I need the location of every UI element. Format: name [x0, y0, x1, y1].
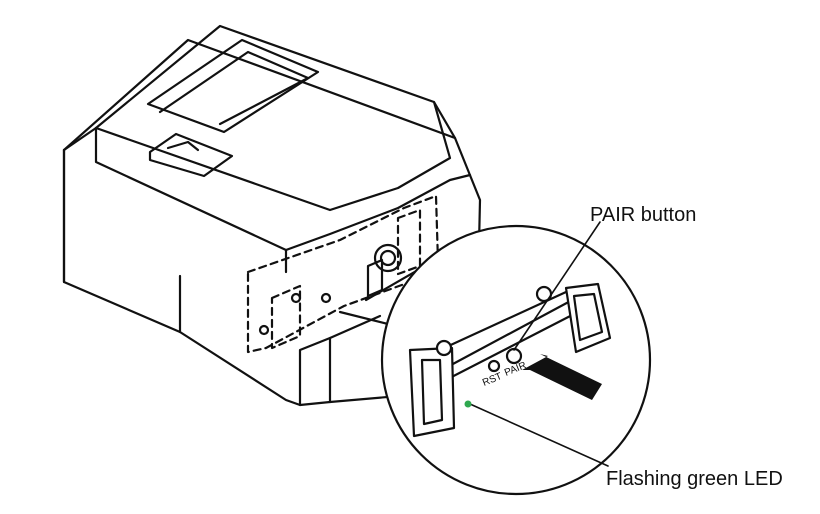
back-panel-dashed [246, 194, 440, 354]
printer-top-edge [62, 24, 457, 152]
rst-hole [487, 359, 501, 373]
pair-leader-line [513, 221, 601, 351]
pair-button [505, 347, 523, 365]
flashing-led-callout: Flashing green LED [606, 468, 783, 490]
zoomed-right-bracket [564, 282, 612, 354]
pointer-arrow [522, 354, 602, 400]
printer-lid [146, 38, 320, 134]
printer-cover [94, 100, 452, 212]
led-leader-line [469, 403, 609, 467]
printer-front-tab [148, 132, 234, 178]
pair-button-callout: PAIR button [590, 204, 697, 226]
green-led [464, 400, 472, 408]
left-screw [435, 339, 453, 357]
